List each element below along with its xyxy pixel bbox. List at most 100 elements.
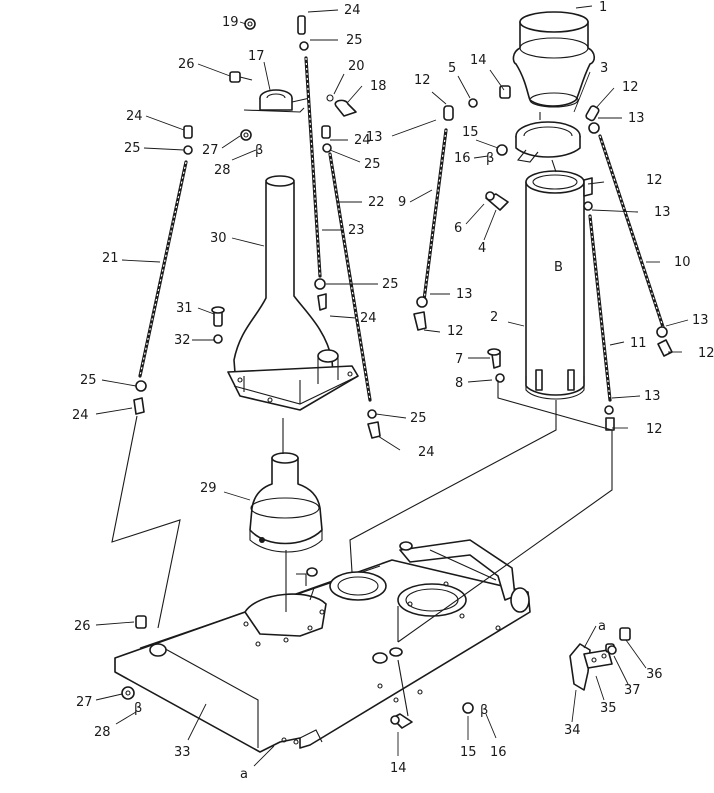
beta-mark-16-top: β — [486, 151, 494, 166]
callout-24-b: 24 — [354, 133, 371, 148]
callout-7: 7 — [455, 352, 463, 367]
lower-cone-29 — [249, 452, 323, 553]
bolt-26-bottom — [135, 615, 147, 629]
rod-11 — [588, 214, 612, 402]
callout-37: 37 — [624, 683, 641, 698]
callout-21: 21 — [102, 251, 119, 266]
callout-14-a: 14 — [470, 53, 487, 68]
callout-29: 29 — [200, 481, 217, 496]
callout-15-b: 15 — [460, 745, 477, 760]
bracket-18 — [326, 94, 357, 117]
callout-12-d: 12 — [447, 324, 464, 339]
callout-35: 35 — [600, 701, 617, 716]
callout-11: 11 — [630, 336, 647, 351]
callout-20: 20 — [348, 59, 365, 74]
callout-22: 22 — [368, 195, 385, 210]
callout-12-b: 12 — [622, 80, 639, 95]
callout-24-a: 24 — [126, 109, 143, 124]
callout-5: 5 — [448, 61, 456, 76]
callout-14-b: 14 — [390, 761, 407, 776]
callout-12-f: 12 — [646, 422, 663, 437]
rod-22 — [328, 152, 372, 402]
callout-13-d: 13 — [456, 287, 473, 302]
callout-27-b: 27 — [76, 695, 93, 710]
callout-16-a: 16 — [454, 151, 471, 166]
callout-19: 19 — [222, 15, 239, 30]
callout-15-a: 15 — [462, 125, 479, 140]
beta-mark-16-bottom: β — [480, 703, 488, 718]
callout-26-b: 26 — [74, 619, 91, 634]
callout-24-d: 24 — [360, 311, 377, 326]
callout-25-b: 25 — [346, 33, 363, 48]
callout-24-f: 24 — [418, 445, 435, 460]
callout-13-e: 13 — [692, 313, 709, 328]
callout-24-c: 24 — [344, 3, 361, 18]
callout-2: 2 — [490, 310, 498, 325]
callout-17: 17 — [248, 49, 265, 64]
callout-6: 6 — [454, 221, 462, 236]
callout-13-b: 13 — [628, 111, 645, 126]
callout-32: 32 — [174, 333, 191, 348]
callout-1: 1 — [599, 0, 607, 15]
callout-13-f: 13 — [644, 389, 661, 404]
clamp-3 — [515, 121, 581, 163]
washer-15-top — [496, 144, 508, 156]
callout-8: 8 — [455, 376, 463, 391]
inset-bracket-34 — [569, 627, 631, 691]
callout-33: 33 — [174, 745, 191, 760]
rod-9 — [422, 128, 448, 302]
callout-24-e: 24 — [72, 408, 89, 423]
nut-12-tr — [585, 105, 600, 122]
callout-34: 34 — [564, 723, 581, 738]
beta-mark-28-top: β — [255, 143, 263, 158]
bolt-14-bottom — [390, 713, 413, 729]
assembly-lines — [111, 112, 613, 717]
pin-24-top — [297, 15, 306, 35]
callout-10: 10 — [674, 255, 691, 270]
section-mark-b: B — [554, 260, 563, 275]
callout-3: 3 — [600, 61, 608, 76]
callout-25-a: 25 — [124, 141, 141, 156]
nut-5 — [468, 98, 478, 108]
callout-12-e: 12 — [698, 346, 714, 361]
beta-mark-28-bottom: β — [134, 701, 142, 716]
callout-18: 18 — [370, 79, 387, 94]
nut-13-r — [588, 122, 600, 134]
callout-31: 31 — [176, 301, 193, 316]
callout-28-a: 28 — [214, 163, 231, 178]
base-plate-33 — [114, 539, 531, 753]
callout-16-b: 16 — [490, 745, 507, 760]
callout-12-c: 12 — [646, 173, 663, 188]
washer-27-top — [240, 129, 252, 141]
bolt-26-top — [229, 71, 253, 83]
callout-9: 9 — [398, 195, 406, 210]
leader-lines — [95, 5, 689, 767]
bolt-4 — [485, 191, 509, 211]
callout-4: 4 — [478, 241, 486, 256]
callout-27-a: 27 — [202, 143, 219, 158]
callout-13-a: 13 — [366, 130, 383, 145]
cap-1 — [512, 11, 596, 108]
bolt-14-top — [499, 85, 511, 99]
callout-36: 36 — [646, 667, 663, 682]
rod-10 — [598, 134, 666, 332]
callout-25-d: 25 — [382, 277, 399, 292]
washer-15-bottom — [462, 702, 474, 714]
washer-27-bottom — [121, 686, 135, 700]
rod-23 — [304, 56, 322, 278]
upper-column-30 — [227, 175, 359, 411]
callout-12-a: 12 — [414, 73, 431, 88]
clamp-17 — [243, 89, 311, 113]
section-mark-a-plate: a — [240, 767, 248, 782]
rod-21 — [138, 160, 188, 378]
nut-25-top — [299, 41, 309, 51]
callout-13-c: 13 — [654, 205, 671, 220]
callout-26-a: 26 — [178, 57, 195, 72]
callout-labels: 1 2 3 4 5 6 7 8 9 10 11 12 12 12 12 12 1… — [72, 0, 714, 776]
callout-25-e: 25 — [80, 373, 97, 388]
tube-2 — [525, 170, 585, 400]
section-mark-a-inset: a — [598, 619, 606, 634]
callout-25-f: 25 — [410, 411, 427, 426]
